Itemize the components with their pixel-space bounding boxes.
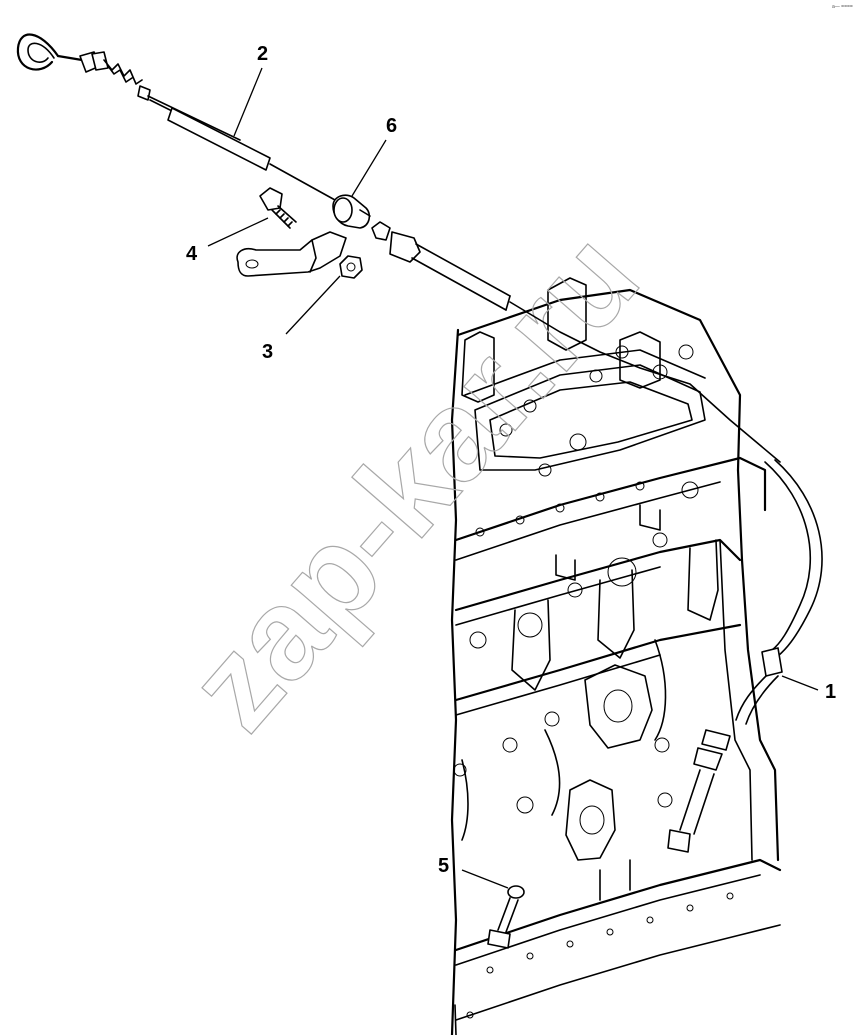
leader-line-1 (781, 675, 819, 691)
callout-2: 2 (257, 43, 268, 65)
watermark: zap-kar.ru (161, 206, 666, 756)
leader-line-2 (233, 67, 263, 137)
corner-mark: a— ==== (832, 4, 853, 10)
callouts: 1 2 3 4 5 6 (186, 43, 836, 877)
callout-5: 5 (438, 855, 449, 877)
callout-6: 6 (386, 115, 397, 137)
bolt (259, 187, 297, 229)
leader-line-3 (285, 275, 341, 335)
guide-tube (371, 221, 823, 853)
callout-1: 1 (825, 681, 836, 703)
engine-block (450, 277, 782, 1035)
leader-line-6 (351, 139, 387, 197)
tube-bracket (236, 231, 347, 277)
leader-line-5 (461, 869, 509, 889)
leader-lines (207, 67, 819, 889)
dipstick (16, 33, 336, 201)
leader-line-4 (207, 217, 269, 247)
callout-4: 4 (186, 243, 198, 265)
callout-3: 3 (262, 341, 273, 363)
plug (487, 885, 525, 949)
grommet (332, 194, 371, 229)
nut (339, 255, 363, 279)
